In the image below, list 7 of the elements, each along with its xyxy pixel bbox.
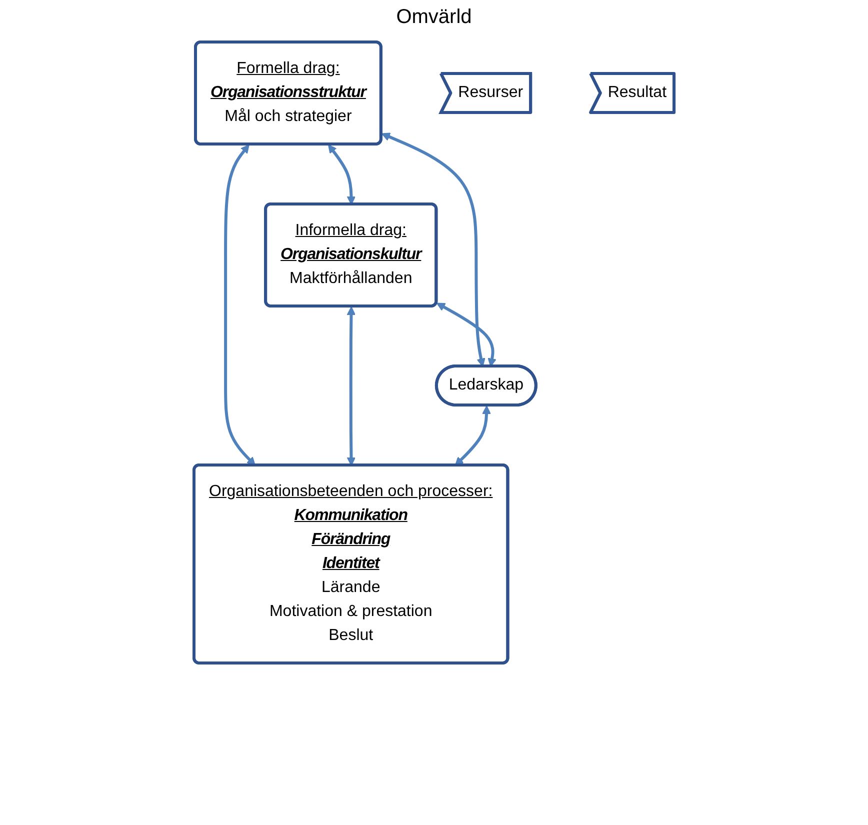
arrow [436, 302, 496, 367]
arrow [328, 144, 356, 205]
arrow [224, 144, 256, 466]
arrow [454, 406, 491, 466]
arrow [346, 306, 356, 466]
context-label: Omvärld [396, 6, 472, 28]
arrow [381, 132, 486, 367]
